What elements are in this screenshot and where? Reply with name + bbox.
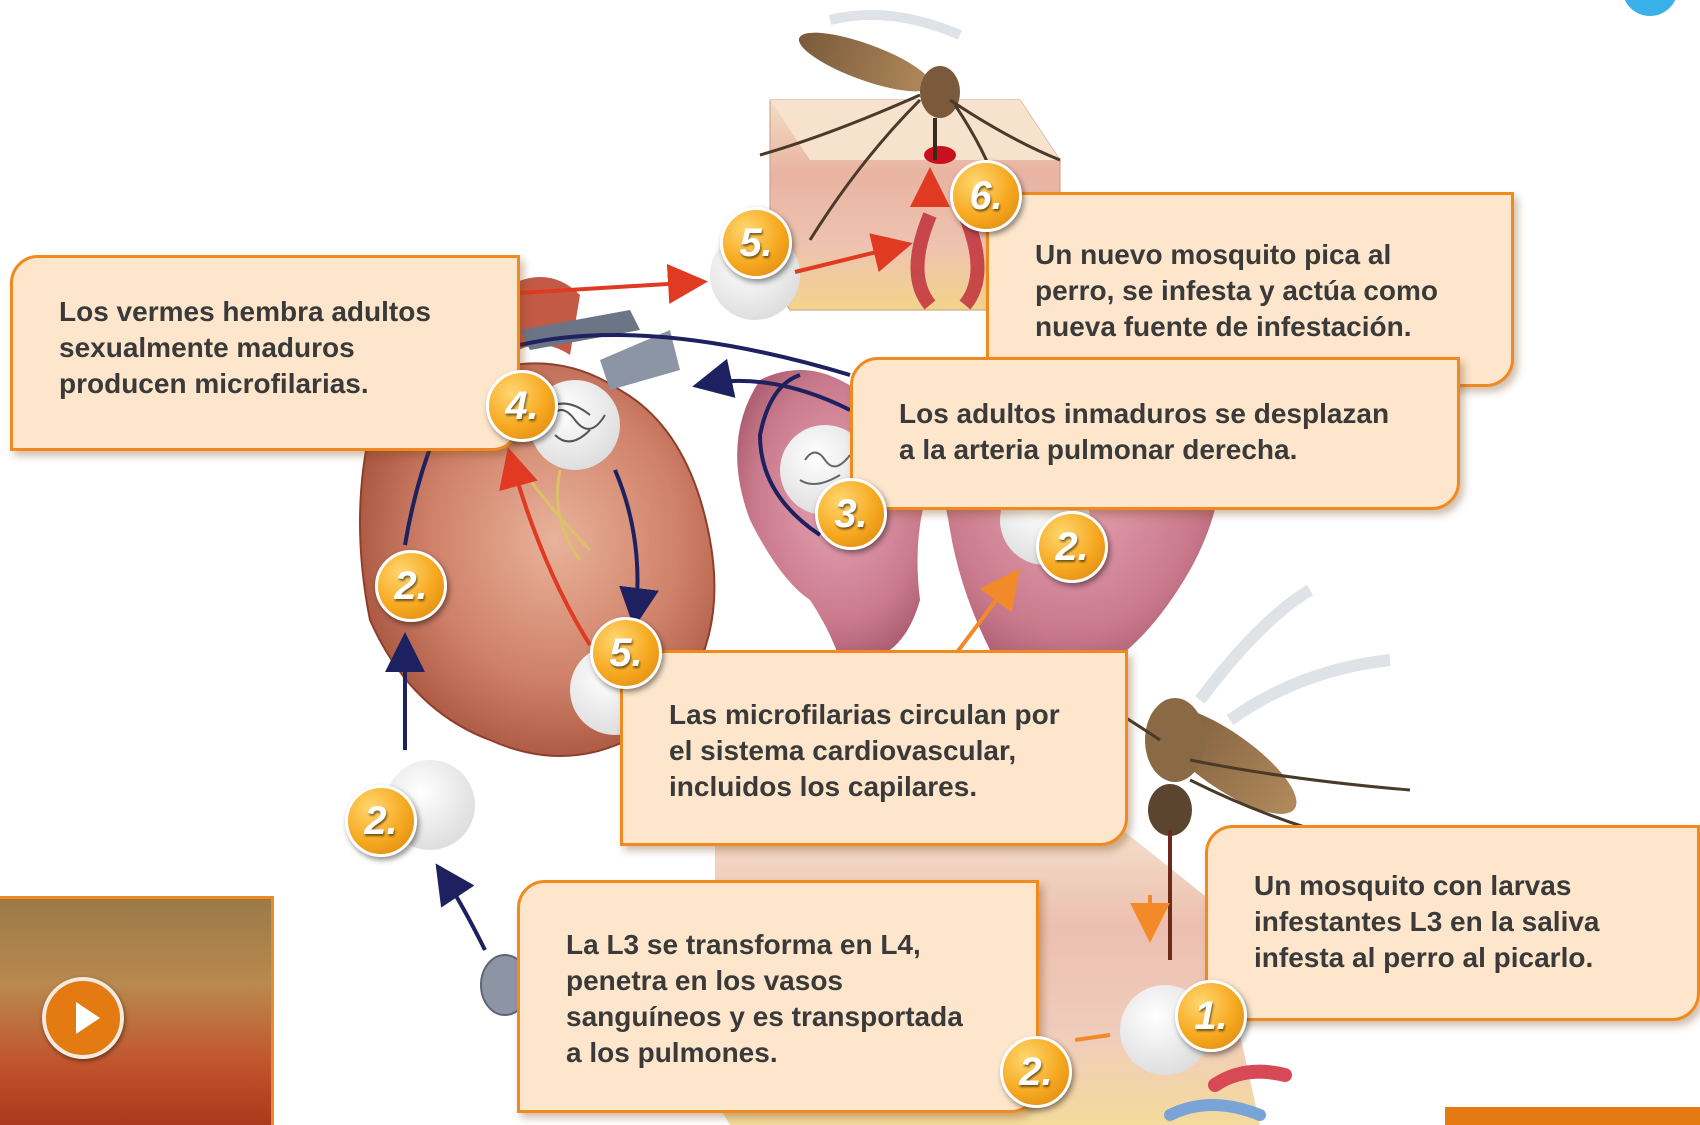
step-badge-2-skin: 2. [1000,1036,1072,1108]
step-badge-5-top: 5. [720,207,792,279]
callout-step-2: La L3 se transforma en L4, penetra en lo… [517,880,1039,1113]
step-badge-2-heart: 2. [375,550,447,622]
callout-step-3: Los adultos inmaduros se desplazan a la … [850,357,1460,510]
step-badge-2-vessel: 2. [345,785,417,857]
step-badge-4: 4. [486,370,558,442]
callout-step-1: Un mosquito con larvas infestantes L3 en… [1205,825,1700,1021]
step-badge-1: 1. [1175,980,1247,1052]
video-thumbnail[interactable] [0,896,274,1125]
callout-step-4: Los vermes hembra adultos sexualmente ma… [10,255,520,451]
play-button[interactable] [42,977,124,1059]
corner-tab[interactable] [1445,1107,1700,1125]
callout-step-5: Las microfilarias circulan por el sistem… [620,650,1128,846]
step-badge-3: 3. [815,478,887,550]
step-badge-2-lung: 2. [1036,511,1108,583]
step-badge-6: 6. [950,160,1022,232]
step-badge-5-heart: 5. [590,617,662,689]
play-icon [76,1002,100,1034]
